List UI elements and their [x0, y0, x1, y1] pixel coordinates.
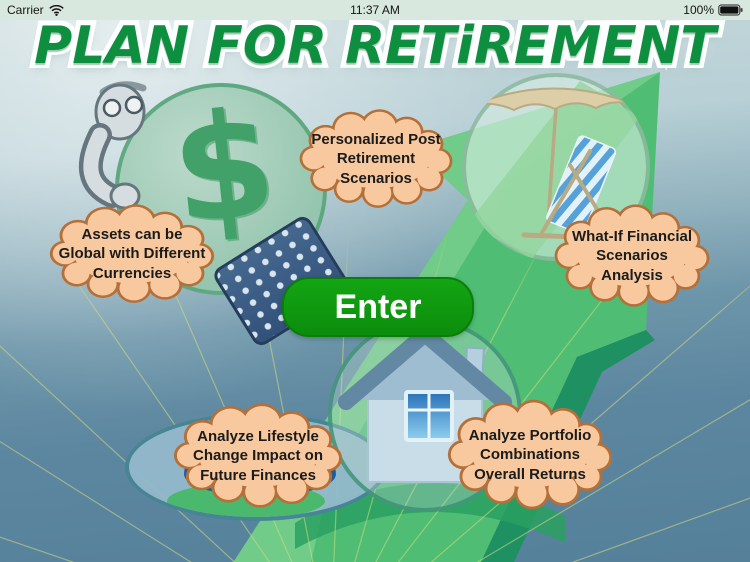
callout-lifestyle-impact: Analyze Lifestyle Change Impact on Futur… — [170, 400, 346, 512]
callout-portfolio-returns: Analyze Portfolio Combinations Overall R… — [444, 396, 616, 514]
callout-line: Assets can be — [81, 226, 183, 244]
callout-line: Overall Returns — [474, 465, 586, 483]
clock-label: 11:37 AM — [350, 3, 400, 17]
callout-line: Analyze Portfolio — [468, 427, 592, 445]
callout-line: Retirement — [336, 150, 416, 168]
enter-button-label: Enter — [334, 287, 422, 326]
status-bar: 11:37 AM Carrier 100% — [0, 0, 750, 20]
callout-text: Personalized Post Retirement Scenarios — [306, 117, 447, 202]
callout-line: Scenarios — [596, 247, 668, 265]
callout-line: Combinations — [480, 446, 580, 464]
callout-line: Future Finances — [200, 466, 316, 484]
callout-line: Change Impact on — [192, 447, 323, 465]
enter-button[interactable]: Enter — [282, 277, 474, 337]
callout-line: Global with Different — [58, 245, 206, 263]
callout-text: What-If Financial Scenarios Analysis — [561, 212, 704, 300]
callout-line: Analyze Lifestyle — [197, 428, 319, 446]
callout-text: Assets can be Global with Different Curr… — [56, 212, 207, 297]
callout-global-assets: Assets can be Global with Different Curr… — [46, 201, 218, 307]
callout-line: Scenarios — [340, 169, 412, 187]
callout-text: Analyze Lifestyle Change Impact on Futur… — [181, 411, 336, 501]
callout-line: Analysis — [601, 266, 663, 284]
callout-line: What-If Financial — [572, 228, 692, 246]
callout-personalized-scenarios: Personalized Post Retirement Scenarios — [296, 106, 456, 212]
callout-text: Analyze Portfolio Combinations Overall R… — [454, 408, 605, 502]
callout-line: Currencies — [92, 264, 172, 282]
callout-line: Personalized Post — [311, 131, 441, 149]
callout-whatif-analysis: What-If Financial Scenarios Analysis — [551, 201, 713, 311]
